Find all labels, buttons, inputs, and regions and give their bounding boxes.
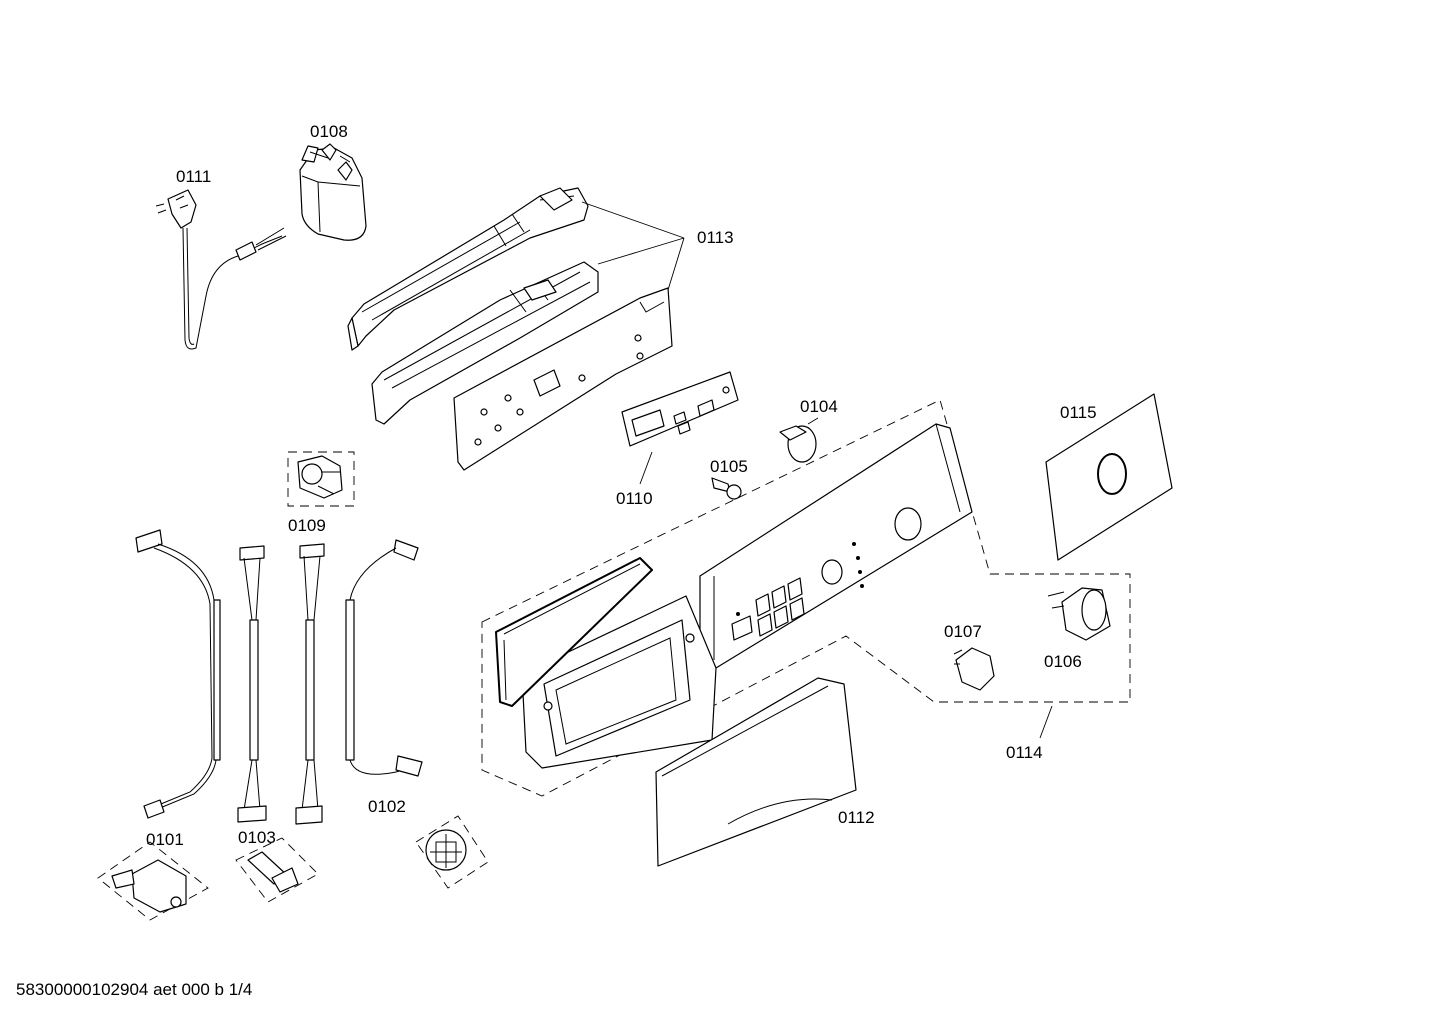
label-0106: 0106 [1044, 652, 1082, 671]
part-0103-wire-harness-mid2 [295, 543, 325, 825]
label-0110: 0110 [616, 489, 653, 508]
part-0112-drawer-handle [655, 677, 857, 867]
label-0112: 0112 [838, 808, 875, 827]
document-footer-code: 58300000102904 aet 000 b 1/4 [16, 980, 253, 999]
label-0101: 0101 [146, 830, 184, 849]
label-0113: 0113 [697, 228, 734, 247]
part-0115-label [1045, 393, 1173, 561]
part-0102-wire-harness-right [345, 539, 423, 777]
label-0104: 0104 [800, 397, 838, 416]
label-0108: 0108 [310, 122, 348, 141]
part-0104-knob-shaft [779, 417, 819, 463]
label-0107: 0107 [944, 622, 982, 641]
part-valve-bottom-left [97, 841, 209, 921]
part-selector-bottom-right [415, 815, 489, 889]
label-0109: 0109 [288, 516, 326, 535]
label-0103: 0103 [238, 828, 276, 847]
label-0105: 0105 [710, 457, 748, 476]
label-0111: 0111 [176, 167, 211, 186]
part-0105-small-shaft [711, 477, 742, 500]
part-0114-front-panel [481, 399, 1131, 797]
part-0101-wire-harness-left [135, 529, 221, 819]
part-0111-power-cord [155, 189, 287, 350]
label-0115: 0115 [1060, 403, 1097, 422]
label-0114: 0114 [1006, 743, 1043, 762]
part-0113-control-module [347, 187, 685, 471]
part-0103-wire-harness-mid [237, 545, 267, 823]
part-0110-display-panel [621, 371, 739, 485]
part-0108-interference-filter [299, 143, 367, 241]
part-0109-switch [287, 451, 355, 507]
label-0102: 0102 [368, 797, 406, 816]
part-sensor-bottom-mid [235, 837, 319, 903]
part-0106-large-knob [1047, 587, 1111, 641]
part-0107-small-knob [953, 647, 995, 691]
